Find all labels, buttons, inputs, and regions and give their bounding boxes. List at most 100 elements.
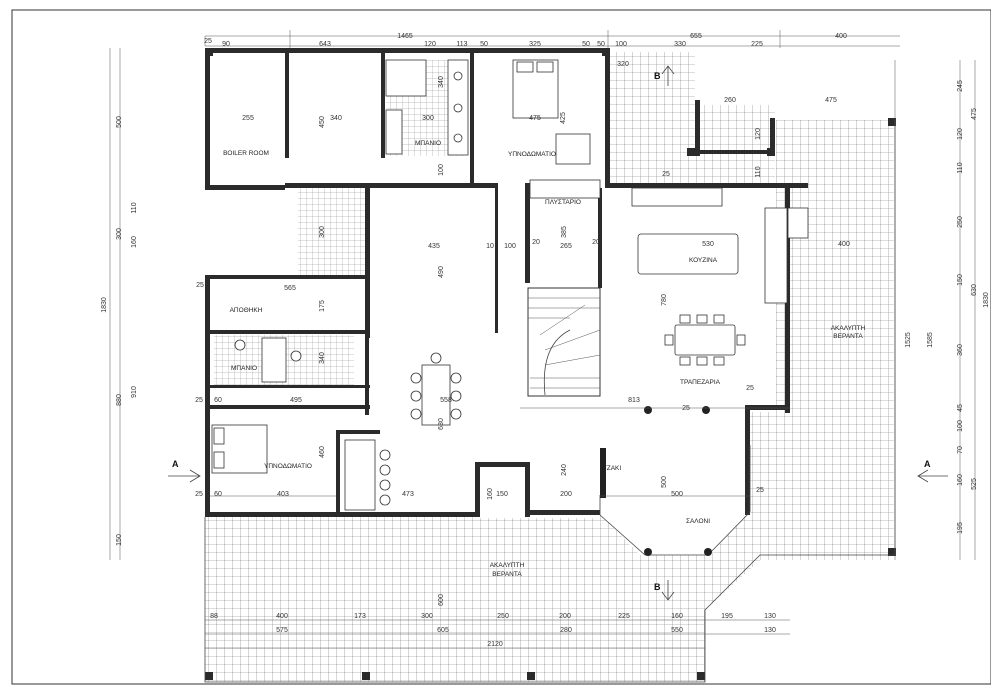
svg-text:225: 225 <box>618 613 630 620</box>
room-kitchen: ΚΟΥΖΙΝΑ <box>689 257 718 264</box>
svg-text:500: 500 <box>671 491 683 498</box>
svg-text:100: 100 <box>438 164 445 176</box>
svg-text:340: 340 <box>438 76 445 88</box>
svg-text:320: 320 <box>617 61 629 68</box>
bar-stools <box>344 439 391 511</box>
room-veranda-right-line2: ΒΕΡΑΝΤΑ <box>833 333 863 340</box>
room-bath-top: ΜΠΑΝΙΟ <box>415 140 441 147</box>
svg-text:340: 340 <box>319 352 326 364</box>
bed-top <box>512 59 559 119</box>
svg-text:780: 780 <box>661 294 668 306</box>
svg-text:910: 910 <box>131 386 138 398</box>
svg-text:10: 10 <box>486 243 494 250</box>
kitchen-fixtures <box>529 179 809 304</box>
svg-text:50: 50 <box>582 41 590 48</box>
room-bedroom-left: ΥΠΝΟΔΩΜΑΤΙΟ <box>264 463 312 470</box>
svg-text:150: 150 <box>957 274 964 286</box>
svg-text:25: 25 <box>195 397 203 404</box>
svg-text:195: 195 <box>721 613 733 620</box>
svg-text:550: 550 <box>671 627 683 634</box>
room-veranda-right-line1: ΑΚΑΛΥΠΤΗ <box>831 325 866 332</box>
svg-text:1830: 1830 <box>983 292 990 308</box>
svg-text:130: 130 <box>764 613 776 620</box>
svg-text:360: 360 <box>957 344 964 356</box>
room-bath-left: ΜΠΑΝΙΟ <box>231 365 257 372</box>
svg-text:25: 25 <box>195 491 203 498</box>
svg-text:630: 630 <box>438 418 445 430</box>
room-boiler: BOILER ROOM <box>223 150 269 157</box>
hall-table <box>410 352 462 426</box>
svg-text:113: 113 <box>456 41 467 48</box>
svg-text:160: 160 <box>131 236 138 248</box>
dims-left: 500 1830 880 150 110 300 160 910 <box>101 116 138 546</box>
svg-text:400: 400 <box>838 241 850 248</box>
svg-text:330: 330 <box>674 41 686 48</box>
svg-text:425: 425 <box>560 112 567 124</box>
svg-text:100: 100 <box>615 41 627 48</box>
svg-text:175: 175 <box>319 300 326 312</box>
room-veranda-bottom-line1: ΑΚΑΛΥΠΤΗ <box>490 562 525 569</box>
svg-text:600: 600 <box>438 594 445 606</box>
dims-bottom: 88 400 173 300 250 200 225 160 195 130 5… <box>210 613 776 648</box>
room-veranda-bottom-line2: ΒΕΡΑΝΤΑ <box>492 571 522 578</box>
svg-text:880: 880 <box>116 394 123 406</box>
svg-text:490: 490 <box>438 266 445 278</box>
svg-text:655: 655 <box>690 33 702 40</box>
svg-text:300: 300 <box>319 226 326 238</box>
svg-text:385: 385 <box>561 226 568 238</box>
svg-text:265: 265 <box>560 243 572 250</box>
svg-text:400: 400 <box>276 613 288 620</box>
svg-text:403: 403 <box>277 491 289 498</box>
svg-text:1465: 1465 <box>397 33 413 40</box>
svg-text:473: 473 <box>402 491 414 498</box>
svg-text:1525: 1525 <box>905 332 912 348</box>
svg-text:260: 260 <box>724 97 736 104</box>
svg-text:250: 250 <box>497 613 509 620</box>
svg-text:255: 255 <box>242 115 254 122</box>
svg-text:50: 50 <box>480 41 488 48</box>
svg-text:605: 605 <box>437 627 449 634</box>
svg-text:240: 240 <box>561 464 568 476</box>
bed-left <box>211 424 268 474</box>
svg-text:100: 100 <box>957 420 964 432</box>
svg-text:150: 150 <box>116 534 123 546</box>
staircase <box>527 287 601 397</box>
bath-fixtures <box>234 59 591 383</box>
svg-text:525: 525 <box>971 478 978 490</box>
room-living: ΣΑΛΟΝΙ <box>686 518 710 525</box>
svg-text:150: 150 <box>496 491 508 498</box>
svg-text:195: 195 <box>957 522 964 534</box>
svg-text:435: 435 <box>428 243 440 250</box>
section-b-bottom: B <box>654 582 661 592</box>
svg-text:160: 160 <box>671 613 683 620</box>
svg-text:25: 25 <box>682 405 690 412</box>
svg-text:200: 200 <box>560 491 572 498</box>
svg-text:530: 530 <box>702 241 714 248</box>
svg-text:1585: 1585 <box>927 332 934 348</box>
svg-text:120: 120 <box>424 41 436 48</box>
svg-text:25: 25 <box>662 171 670 178</box>
dims-right: 245 475 120 110 250 150 360 45 100 70 16… <box>905 80 990 534</box>
svg-text:90: 90 <box>222 41 230 48</box>
svg-text:60: 60 <box>214 491 222 498</box>
section-a-left: A <box>172 459 179 469</box>
svg-text:110: 110 <box>755 166 762 177</box>
svg-text:300: 300 <box>116 228 123 240</box>
section-b-top: B <box>654 71 661 81</box>
room-laundry: ΠΛΥΣΤΑΡΙΟ <box>545 199 581 206</box>
svg-text:245: 245 <box>957 80 964 92</box>
dims-top: 25 90 643 1465 120 113 50 325 50 50 100 … <box>204 33 847 104</box>
room-labels: BOILER ROOM ΜΠΑΝΙΟ ΥΠΝΟΔΩΜΑΤΙΟ ΠΛΥΣΤΑΡΙΟ… <box>223 140 866 578</box>
svg-text:110: 110 <box>131 202 138 213</box>
svg-text:120: 120 <box>755 128 762 140</box>
svg-text:300: 300 <box>421 613 433 620</box>
svg-text:558: 558 <box>440 397 452 404</box>
svg-text:575: 575 <box>276 627 288 634</box>
dining-table <box>664 314 746 366</box>
svg-text:500: 500 <box>116 116 123 128</box>
svg-text:475: 475 <box>529 115 541 122</box>
svg-text:300: 300 <box>422 115 434 122</box>
svg-text:475: 475 <box>971 108 978 120</box>
svg-text:280: 280 <box>560 627 572 634</box>
svg-text:400: 400 <box>835 33 847 40</box>
